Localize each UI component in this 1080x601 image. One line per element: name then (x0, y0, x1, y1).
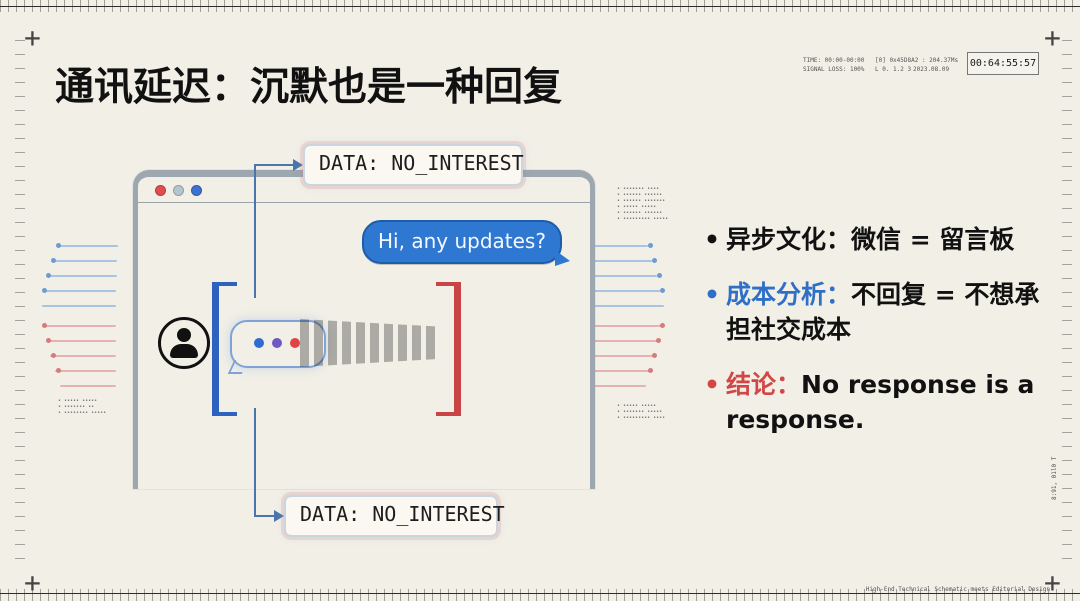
bullet-text: 微信 = 留言板 (851, 225, 1015, 254)
right-mini-log-bottom: • ••••• ••••• • ••••••• ••••• • ••••••••… (617, 403, 666, 421)
circuit-trace (590, 355, 656, 357)
circuit-node (56, 243, 61, 248)
circuit-trace (50, 355, 116, 357)
speech-bubble: Hi, any updates? (362, 220, 570, 266)
maximize-window-dot (191, 185, 202, 196)
bullet-item: • 异步文化：微信 = 留言板 (704, 222, 1064, 257)
circuit-trace (590, 385, 646, 387)
circuit-node (657, 273, 662, 278)
bullet-item: • 结论：No response is a response. (704, 367, 1064, 437)
avatar-icon (158, 317, 210, 369)
bullet-content: 异步文化：微信 = 留言板 (704, 222, 1064, 257)
circuit-trace (590, 370, 651, 372)
circuit-trace (46, 340, 116, 342)
circuit-node (660, 288, 665, 293)
hud-line-5: 2023.08.09 (913, 66, 950, 73)
right-circuit-decoration (590, 243, 710, 425)
connector-horizontal-top (254, 164, 296, 166)
left-bracket (212, 282, 237, 416)
bullet-dot-icon: • (704, 225, 720, 254)
bullet-dot-icon: • (704, 280, 720, 309)
circuit-trace (50, 275, 117, 277)
bullet-lead: 异步文化： (726, 225, 852, 254)
typing-dot-icon (272, 338, 282, 348)
corner-plus-top-right: + (1044, 21, 1061, 54)
circuit-node (42, 323, 47, 328)
arrow-right-icon (274, 510, 284, 522)
bullet-text: No response is a response. (726, 370, 1035, 434)
typing-dot-icon (290, 338, 300, 348)
arrow-right-icon (293, 159, 303, 171)
corner-plus-bottom-left: + (24, 566, 41, 599)
timer-display: 00:64:55:57 (967, 52, 1039, 75)
left-mini-log: • ••••• ••••• • ••••••• •• • •••••••• ••… (58, 398, 107, 416)
typing-indicator (230, 320, 326, 368)
footer-note: High-End Technical Schematic meets Edito… (865, 586, 1050, 593)
circuit-node (652, 353, 657, 358)
left-circuit-decoration (42, 243, 162, 425)
bullet-text: 不回复 = 不想承担社交成本 (726, 280, 1040, 344)
circuit-trace (590, 290, 660, 292)
circuit-trace (60, 245, 118, 247)
circuit-trace (590, 340, 660, 342)
circuit-node (42, 288, 47, 293)
hud-panel: TIME: 00:00-00:00 SIGNAL LOSS: 100% [0] … (803, 50, 1053, 84)
circuit-node (660, 323, 665, 328)
data-tag-top: DATA: NO_INTEREST (303, 144, 524, 186)
bottom-ruler (0, 589, 1080, 601)
circuit-trace (60, 385, 116, 387)
circuit-trace (55, 370, 116, 372)
bullet-content: 结论：No response is a response. (704, 367, 1064, 437)
hud-line-3: [0] 0x45D8A2 : 204.37Ms (875, 57, 959, 64)
circuit-node (51, 353, 56, 358)
top-border-line (0, 6, 1080, 7)
hud-line-2: SIGNAL LOSS: 100% (803, 66, 865, 73)
right-mini-log-top: • ••••••• •••• • •••••• •••••• • •••••• … (617, 186, 669, 222)
corner-plus-bottom-right: + (1044, 566, 1061, 599)
circuit-node (51, 258, 56, 263)
bullet-lead: 结论： (726, 370, 802, 399)
circuit-trace (590, 245, 648, 247)
page-title: 通讯延迟：沉默也是一种回复 (55, 65, 563, 110)
close-window-dot (155, 185, 166, 196)
bottom-border-line (0, 593, 1080, 594)
circuit-node (656, 338, 661, 343)
corner-plus-top-left: + (24, 21, 41, 54)
circuit-node (56, 368, 61, 373)
bullet-lead: 成本分析： (726, 280, 852, 309)
bullet-item: • 成本分析：不回复 = 不想承担社交成本 (704, 277, 1064, 347)
circuit-node (652, 258, 657, 263)
connector-horizontal-bottom (254, 515, 276, 517)
left-ruler (15, 40, 25, 560)
window-controls (155, 185, 202, 196)
bullet-dot-icon: • (704, 370, 720, 399)
circuit-node (46, 273, 51, 278)
circuit-trace (590, 325, 664, 327)
summary-bullets: • 异步文化：微信 = 留言板 • 成本分析：不回复 = 不想承担社交成本 • … (704, 222, 1064, 457)
hud-line-4: L 0. 1.2 3 (875, 66, 912, 73)
circuit-trace (46, 290, 116, 292)
circuit-node (648, 368, 653, 373)
circuit-trace (42, 325, 116, 327)
connector-vertical-bottom (254, 408, 256, 516)
typing-dot-icon (254, 338, 264, 348)
signal-noise-lines (300, 319, 440, 367)
bullet-content: 成本分析：不回复 = 不想承担社交成本 (704, 277, 1064, 347)
circuit-trace (590, 275, 657, 277)
connector-vertical-top (254, 164, 256, 298)
circuit-node (46, 338, 51, 343)
circuit-node (648, 243, 653, 248)
hud-line-1: TIME: 00:00-00:00 (803, 57, 865, 64)
data-tag-bottom: DATA: NO_INTEREST (284, 495, 505, 537)
minimize-window-dot (173, 185, 184, 196)
circuit-trace (590, 305, 664, 307)
vertical-side-label: 8:91, 01l0 T (1051, 456, 1058, 500)
circuit-trace (55, 260, 117, 262)
circuit-trace (590, 260, 652, 262)
right-bracket (436, 282, 461, 416)
circuit-trace (42, 305, 116, 307)
right-ruler (1062, 40, 1072, 560)
